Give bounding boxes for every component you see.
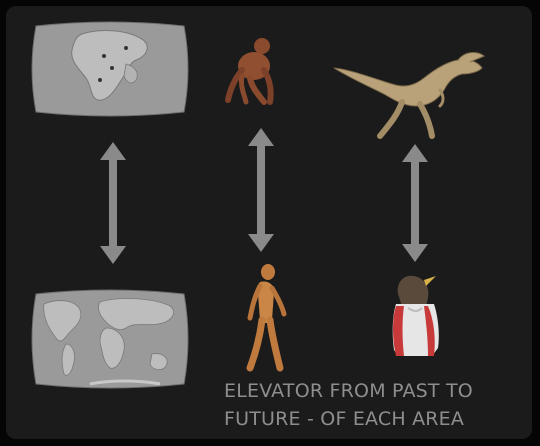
bird-icon bbox=[384, 266, 448, 362]
caption-line-1: ELEVATOR FROM PAST TO bbox=[224, 377, 524, 405]
double-arrow-icon bbox=[100, 142, 126, 264]
caption-line-2: FUTURE - OF EACH AREA bbox=[224, 405, 524, 433]
double-arrow-icon bbox=[248, 128, 274, 252]
world-map-icon bbox=[30, 288, 190, 390]
early-hominid-icon bbox=[220, 36, 290, 108]
caption: ELEVATOR FROM PAST TO FUTURE - OF EACH A… bbox=[224, 377, 524, 433]
pangaea-map-icon bbox=[30, 20, 190, 118]
double-arrow-icon bbox=[402, 144, 428, 262]
dinosaur-icon bbox=[332, 44, 492, 144]
modern-human-icon bbox=[238, 262, 290, 374]
